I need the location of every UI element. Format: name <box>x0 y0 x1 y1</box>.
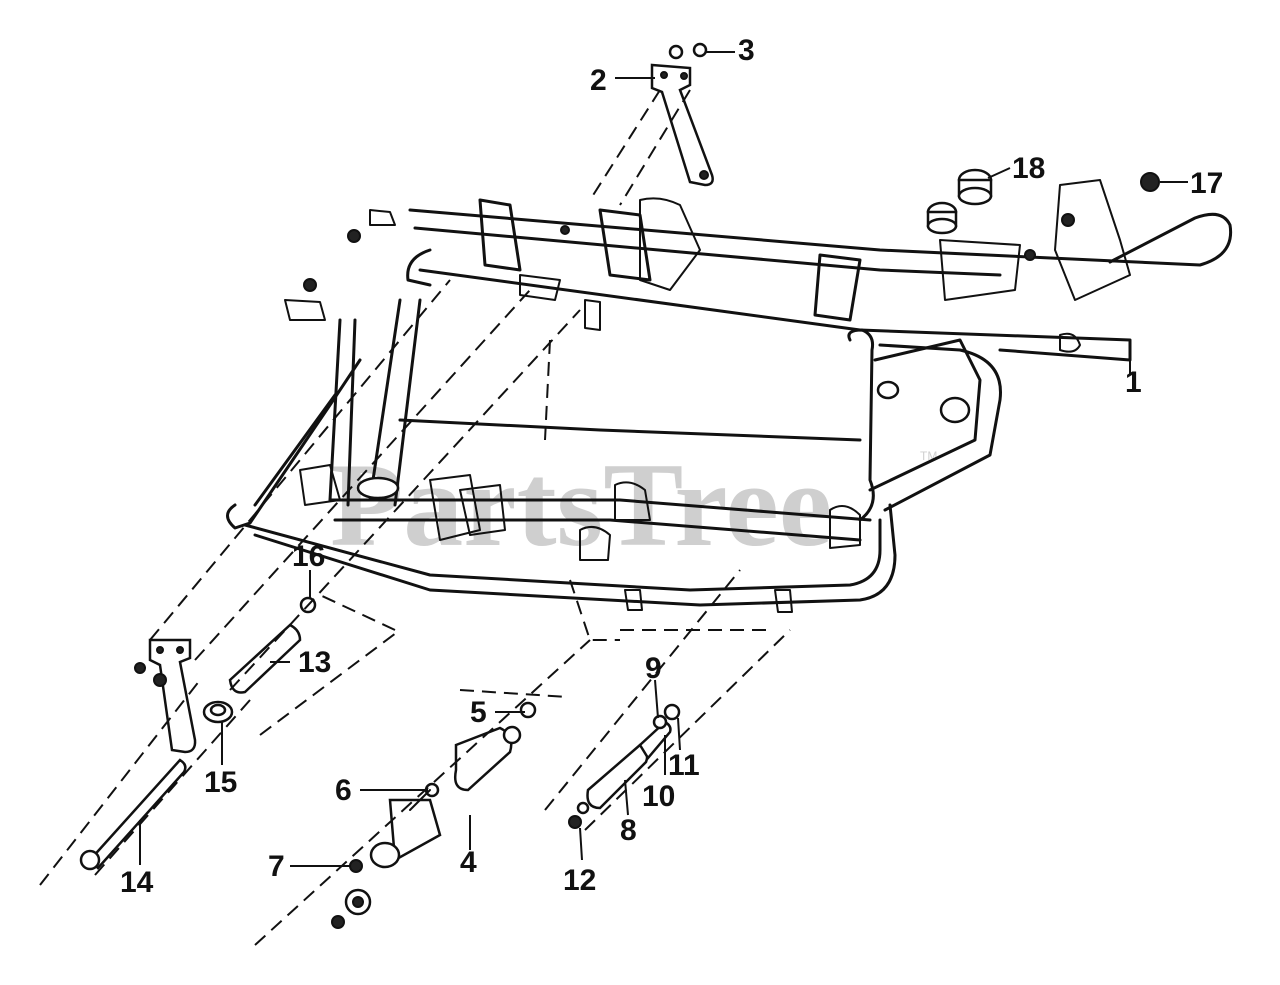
callout-3[interactable]: 3 <box>738 34 755 67</box>
callout-12[interactable]: 12 <box>563 864 596 897</box>
callout-16[interactable]: 16 <box>292 540 325 573</box>
callout-1[interactable]: 1 <box>1125 366 1142 399</box>
shock-part-8[interactable] <box>568 703 681 829</box>
callout-9[interactable]: 9 <box>645 652 662 685</box>
callout-7[interactable]: 7 <box>268 850 285 883</box>
nut-part-17[interactable] <box>1140 172 1160 192</box>
callout-4[interactable]: 4 <box>460 846 477 879</box>
bracket-part-2[interactable] <box>650 63 714 187</box>
leader-lines <box>139 51 1188 867</box>
callout-15[interactable]: 15 <box>204 766 237 799</box>
bracket-left[interactable] <box>134 638 197 754</box>
callout-11[interactable]: 11 <box>668 749 700 782</box>
callout-2[interactable]: 2 <box>590 64 607 97</box>
dashed-guides <box>39 89 791 946</box>
callout-18[interactable]: 18 <box>1012 152 1045 185</box>
callout-17[interactable]: 17 <box>1190 167 1223 200</box>
callout-14[interactable]: 14 <box>120 866 154 899</box>
callout-8[interactable]: 8 <box>620 814 637 847</box>
bolt-part-14[interactable] <box>79 758 187 871</box>
nut-part-3[interactable] <box>668 42 708 60</box>
bushing-part-15[interactable] <box>202 700 234 724</box>
callout-10[interactable]: 10 <box>642 780 675 813</box>
main-frame[interactable] <box>226 179 1233 613</box>
callout-6[interactable]: 6 <box>335 774 352 807</box>
pin-part-13[interactable] <box>228 623 302 694</box>
callout-5[interactable]: 5 <box>470 696 487 729</box>
shock-mount-part-4[interactable] <box>331 701 537 929</box>
rubber-mount-part-18[interactable] <box>926 168 993 235</box>
callout-13[interactable]: 13 <box>298 646 331 679</box>
